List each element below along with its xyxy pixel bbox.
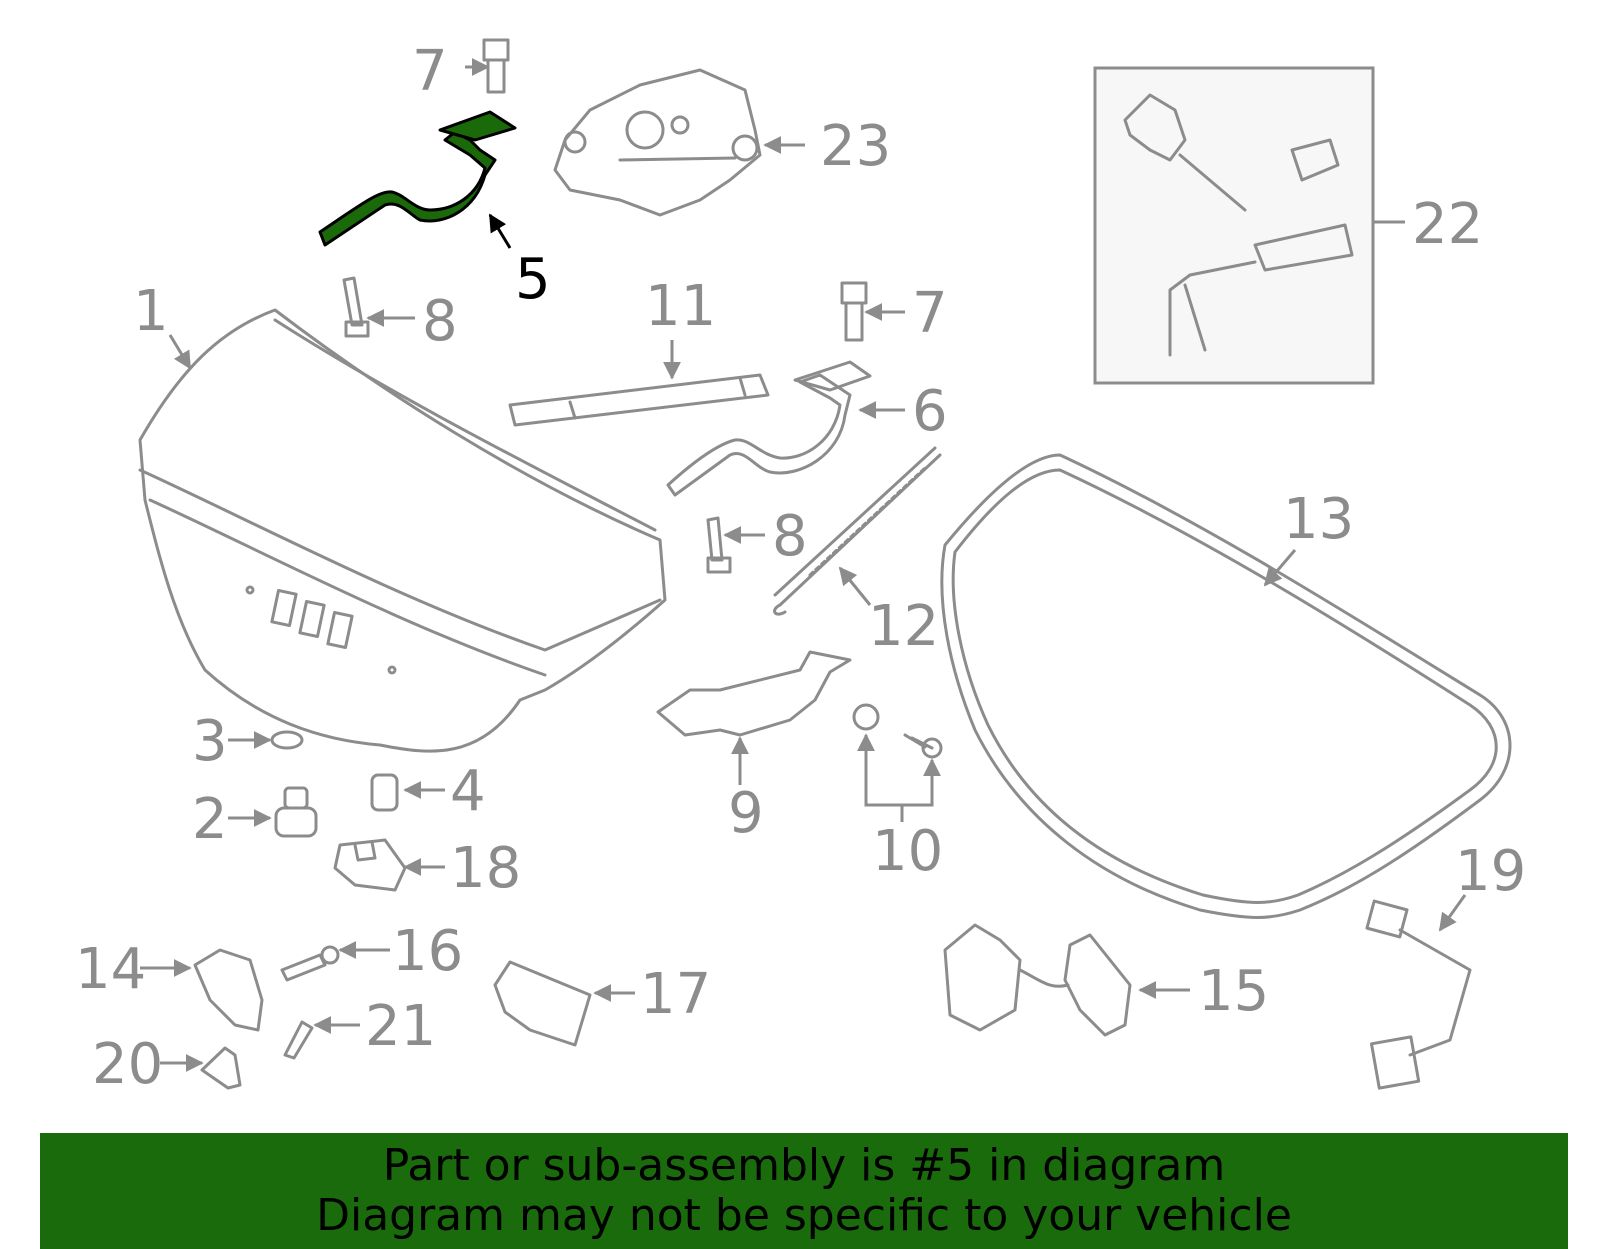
callout-4: 4 [450,759,486,824]
callout-9: 9 [728,781,764,846]
part-13-weatherstrip [940,453,1512,919]
callout-2: 2 [192,787,228,852]
callout-12: 12 [868,594,939,659]
leader-lines [140,58,1467,1072]
callout-8-top: 8 [422,289,458,354]
part-19-harness [1365,899,1472,1090]
banner-line-2: Diagram may not be specific to your vehi… [316,1190,1292,1241]
part-23-latch-motor [553,68,762,217]
callout-7-right: 7 [912,281,948,346]
part-14-switch [193,948,264,1032]
callout-14: 14 [75,937,146,1002]
part-12-spring [773,446,942,616]
callout-3: 3 [192,709,228,774]
callout-20: 20 [92,1032,163,1097]
part-7-bolt-top [482,38,510,94]
callout-16: 16 [392,919,463,984]
part-20-clip [200,1046,242,1090]
callout-10: 10 [872,819,943,884]
part-5-hinge-highlighted [318,110,517,247]
callout-7-top: 7 [412,39,448,104]
part-15-latch [943,923,1132,1037]
part-17-handle [493,960,592,1047]
callout-23: 23 [820,114,891,179]
part-7-bolt-right [840,281,868,342]
part-9-bracket [656,650,852,737]
callout-6: 6 [912,379,948,444]
part-4-bumper [370,773,399,812]
part-2-bumper [274,786,318,838]
callout-22: 22 [1412,192,1483,257]
callout-15: 15 [1198,959,1269,1024]
callout-labels: 1 7 5 23 8 11 7 6 8 12 13 22 9 10 3 2 4 … [75,39,1526,1097]
part-8-bolt-mid [706,516,732,574]
callout-13: 13 [1283,487,1354,552]
part-3-plug [270,730,304,750]
callout-8-mid: 8 [772,504,808,569]
info-banner: Part or sub-assembly is #5 in diagram Di… [40,1133,1568,1249]
callout-19: 19 [1455,839,1526,904]
part-11-gas-strut [508,373,770,427]
part-6-hinge [666,360,872,497]
part-18-striker-cover [333,838,407,892]
callout-21: 21 [365,994,436,1059]
callout-1: 1 [133,279,169,344]
callout-17: 17 [640,962,711,1027]
callout-5-highlighted: 5 [515,247,551,312]
banner-line-1: Part or sub-assembly is #5 in diagram [382,1140,1226,1191]
callout-11: 11 [645,274,716,339]
part-21-screw [283,1020,314,1060]
part-10-clips [852,703,943,759]
part-16-screw [280,945,340,982]
part-8-bolt-top [342,276,370,338]
part-22-lock-cylinder-box [1093,66,1375,385]
callout-18: 18 [450,836,521,901]
part-1-trunk-lid [138,308,667,753]
